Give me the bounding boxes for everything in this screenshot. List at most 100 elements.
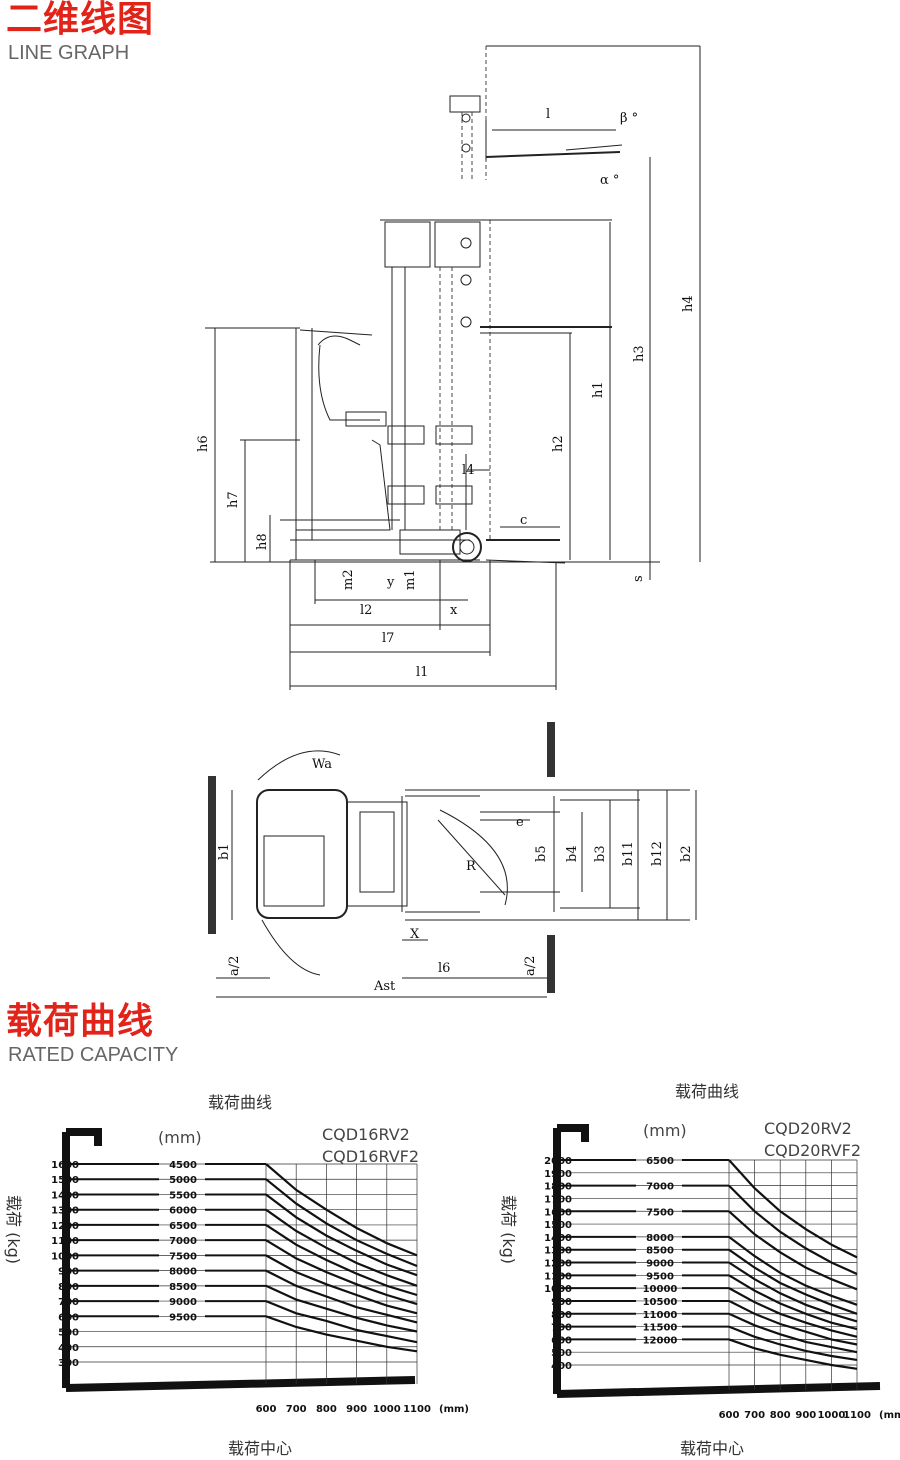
chart-1-series-line xyxy=(265,1163,418,1257)
chart-2-series-label: 9000 xyxy=(646,1259,674,1270)
dim-x: x xyxy=(450,603,458,618)
chart-1-series-line xyxy=(265,1178,418,1268)
chart-2-series-label: 11000 xyxy=(643,1310,678,1321)
line-graph-title: 二维线图 xyxy=(6,0,155,40)
chart-2-y-tick: 400 xyxy=(551,1361,572,1372)
dim-m2: m2 xyxy=(341,569,356,590)
chart-1-series-label: 7500 xyxy=(169,1251,197,1262)
dim-b3: b3 xyxy=(593,845,608,862)
dimension-labels: l β ° α ° h4 h3 h1 h2 h6 h7 h8 l4 c s m2… xyxy=(196,107,696,680)
chart-2-series-line xyxy=(728,1312,858,1354)
chart-1-x-tick: 900 xyxy=(346,1404,367,1415)
chart-1-y-tick: 600 xyxy=(58,1312,79,1323)
chart-1-series-line xyxy=(265,1269,418,1324)
chart-1-x-tick: 1000 xyxy=(373,1404,401,1415)
chart-1-series-line xyxy=(265,1223,418,1297)
chart-1-series-label: 5500 xyxy=(169,1190,197,1201)
top-view-drawing: Wa e b1 b5 b4 b3 b11 b12 b2 R X a/2 l6 a… xyxy=(208,722,697,998)
dim-b4: b4 xyxy=(565,845,580,862)
dim-ast: Ast xyxy=(373,979,396,994)
chart-1-series-label: 8000 xyxy=(169,1267,197,1278)
chart-2-series-line xyxy=(728,1236,858,1306)
truck-body xyxy=(280,328,482,562)
rated-capacity-title: 载荷曲线 xyxy=(6,1001,155,1042)
rated-capacity-subtitle: RATED CAPACITY xyxy=(8,1044,179,1066)
chart-2-y-tick: 1000 xyxy=(544,1284,572,1295)
dim-h3: h3 xyxy=(632,345,647,362)
chart-2-series-line xyxy=(728,1274,858,1331)
chart-2-y-tick: 600 xyxy=(551,1335,572,1346)
chart-1-series-label: 9500 xyxy=(169,1312,197,1323)
chart-2-series-line xyxy=(728,1287,858,1338)
dim-l1: l1 xyxy=(416,665,428,680)
chart-1-frame-top xyxy=(66,1128,102,1146)
dim-beta: β ° xyxy=(620,111,638,126)
dim-a2-right: a/2 xyxy=(523,956,538,976)
chart-2-y-tick: 1900 xyxy=(544,1169,572,1180)
chart-2-x-tick: 600 xyxy=(719,1410,740,1421)
chart-2-series-label: 7500 xyxy=(646,1207,674,1218)
dim-l4: l4 xyxy=(462,463,474,478)
chart-2-series-line xyxy=(728,1261,858,1323)
chart-1-x-unit: (mm) xyxy=(439,1404,469,1415)
dim-X: X xyxy=(410,927,420,942)
chart-1-y-tick: 1300 xyxy=(51,1206,79,1217)
chart-2-x-tick: 900 xyxy=(795,1410,816,1421)
chart-2-y-tick: 1400 xyxy=(544,1233,572,1244)
chart-1-x-tick: 700 xyxy=(286,1404,307,1415)
chart-2-series-label: 8500 xyxy=(646,1246,674,1257)
chart-1-series-label: 6000 xyxy=(169,1206,197,1217)
chart-1-y-tick: 1000 xyxy=(51,1251,79,1262)
chart-2-series-label: 9500 xyxy=(646,1271,674,1282)
chart-2-y-tick: 1200 xyxy=(544,1259,572,1270)
chart-2-model: CQD20RV2 xyxy=(764,1119,852,1138)
chart-2-model: CQD20RVF2 xyxy=(764,1141,861,1160)
chart-1-x-tick: 1100 xyxy=(403,1404,431,1415)
chart-1-x-tick: 800 xyxy=(316,1404,337,1415)
chart-1-series-label: 9000 xyxy=(169,1297,197,1308)
chart-2-title: 载荷曲线 xyxy=(675,1082,739,1101)
chart-1-series-line xyxy=(265,1254,418,1315)
chart-1-y-tick: 1200 xyxy=(51,1221,79,1232)
chart-2-x-tick: 1000 xyxy=(817,1410,845,1421)
chart-1-series-label: 5000 xyxy=(169,1175,197,1186)
chart-1-series-label: 4500 xyxy=(169,1160,197,1171)
dim-h7: h7 xyxy=(226,491,241,508)
dim-b1: b1 xyxy=(217,843,232,860)
dim-e: e xyxy=(516,815,524,830)
dim-h8: h8 xyxy=(255,533,270,550)
dim-b12: b12 xyxy=(650,841,665,866)
chart-2-series-line xyxy=(728,1299,858,1346)
chart-1-series-line xyxy=(265,1208,418,1287)
chart-2-y-tick: 1700 xyxy=(544,1194,572,1205)
chart-1-series-label: 8500 xyxy=(169,1282,197,1293)
chart-2-series-label: 6500 xyxy=(646,1156,674,1167)
chart-1-y-tick: 1600 xyxy=(51,1160,79,1171)
dim-a2-left: a/2 xyxy=(227,956,242,976)
dim-alpha: α ° xyxy=(600,173,619,188)
chart-2-x-tick: 800 xyxy=(770,1410,791,1421)
chart-1-model: CQD16RVF2 xyxy=(322,1147,419,1166)
chart-1-y-tick: 900 xyxy=(58,1267,79,1278)
chart-1-height-unit: (mm) xyxy=(158,1128,202,1147)
dim-l: l xyxy=(546,107,550,122)
chart-1-series-line xyxy=(265,1315,418,1353)
chart-1-series-line xyxy=(265,1284,418,1333)
chart-1-model: CQD16RV2 xyxy=(322,1125,410,1144)
chart-1-y-tick: 800 xyxy=(58,1282,79,1293)
dim-h4: h4 xyxy=(681,295,696,312)
chart-2-x-axis xyxy=(556,1382,881,1398)
chart-2-y-tick: 900 xyxy=(551,1297,572,1308)
dim-m1: m1 xyxy=(403,569,418,590)
chart-1-ylabel: 载荷 (kg) xyxy=(4,1195,23,1264)
chart-2-series-label: 10000 xyxy=(643,1284,678,1295)
chart-2-y-tick: 1100 xyxy=(544,1271,572,1282)
dim-b5: b5 xyxy=(534,845,549,862)
chart-1-x-tick: 600 xyxy=(256,1404,277,1415)
chart-2-x-tick: 1100 xyxy=(843,1410,871,1421)
chart-2-series-label: 12000 xyxy=(643,1335,678,1346)
chart-2-series-line xyxy=(728,1338,858,1370)
